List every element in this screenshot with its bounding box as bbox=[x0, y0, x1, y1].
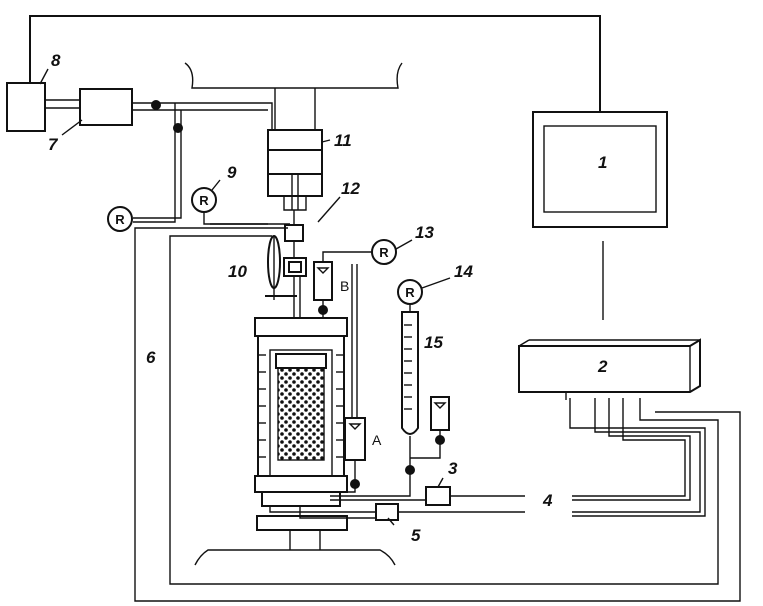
cable-6 bbox=[169, 235, 719, 585]
signal-cable-4 bbox=[572, 398, 686, 497]
junction-node bbox=[151, 100, 161, 110]
cell-base bbox=[254, 475, 348, 493]
callout-10: 10 bbox=[228, 262, 247, 281]
cell-top-cap bbox=[254, 317, 348, 337]
callout-9: 9 bbox=[227, 163, 237, 182]
gauge-label: R bbox=[115, 212, 125, 227]
junction-node bbox=[173, 123, 183, 133]
gas-line-top bbox=[132, 102, 273, 130]
callout-8: 8 bbox=[51, 51, 61, 70]
gas-line-down bbox=[133, 103, 176, 223]
cable-8-to-1 bbox=[29, 15, 601, 113]
burette-scale-ticks bbox=[404, 324, 412, 410]
actuator-11 bbox=[267, 129, 323, 197]
callout-1: 1 bbox=[598, 153, 607, 172]
controller-2 bbox=[518, 338, 701, 393]
callout-4: 4 bbox=[542, 491, 553, 510]
reservoir-flowmeter bbox=[430, 396, 450, 431]
pressure-gauge-left bbox=[107, 206, 133, 232]
gauge-label: R bbox=[379, 245, 389, 260]
callout-5: 5 bbox=[411, 526, 421, 545]
base-pedestal bbox=[256, 515, 348, 531]
specimen-packing bbox=[277, 367, 325, 461]
callout-12: 12 bbox=[341, 179, 360, 198]
sensor-3 bbox=[425, 486, 451, 506]
component-8-box bbox=[6, 82, 46, 132]
callout-7: 7 bbox=[48, 135, 59, 154]
flowmeter-b-label: B bbox=[340, 278, 349, 294]
pipe-bottom bbox=[347, 484, 356, 493]
cell-scale-ticks bbox=[258, 354, 344, 458]
callout-2: 2 bbox=[597, 357, 608, 376]
frame-crosshead bbox=[184, 62, 403, 89]
callout-6: 6 bbox=[146, 348, 156, 367]
gauge-label: R bbox=[199, 193, 209, 208]
frame-base bbox=[194, 549, 396, 566]
computer-monitor-1 bbox=[532, 111, 668, 228]
gauge-label: R bbox=[405, 285, 415, 300]
sensor-5 bbox=[375, 503, 399, 521]
callout-15: 15 bbox=[424, 333, 443, 352]
pressure-gauge-13 bbox=[371, 239, 397, 265]
component-7-box bbox=[79, 88, 133, 126]
callout-14: 14 bbox=[454, 262, 473, 281]
flowmeter-a-label: A bbox=[372, 432, 382, 448]
callout-13: 13 bbox=[415, 223, 434, 242]
callout-11: 11 bbox=[334, 131, 352, 150]
callout-3: 3 bbox=[448, 459, 458, 478]
